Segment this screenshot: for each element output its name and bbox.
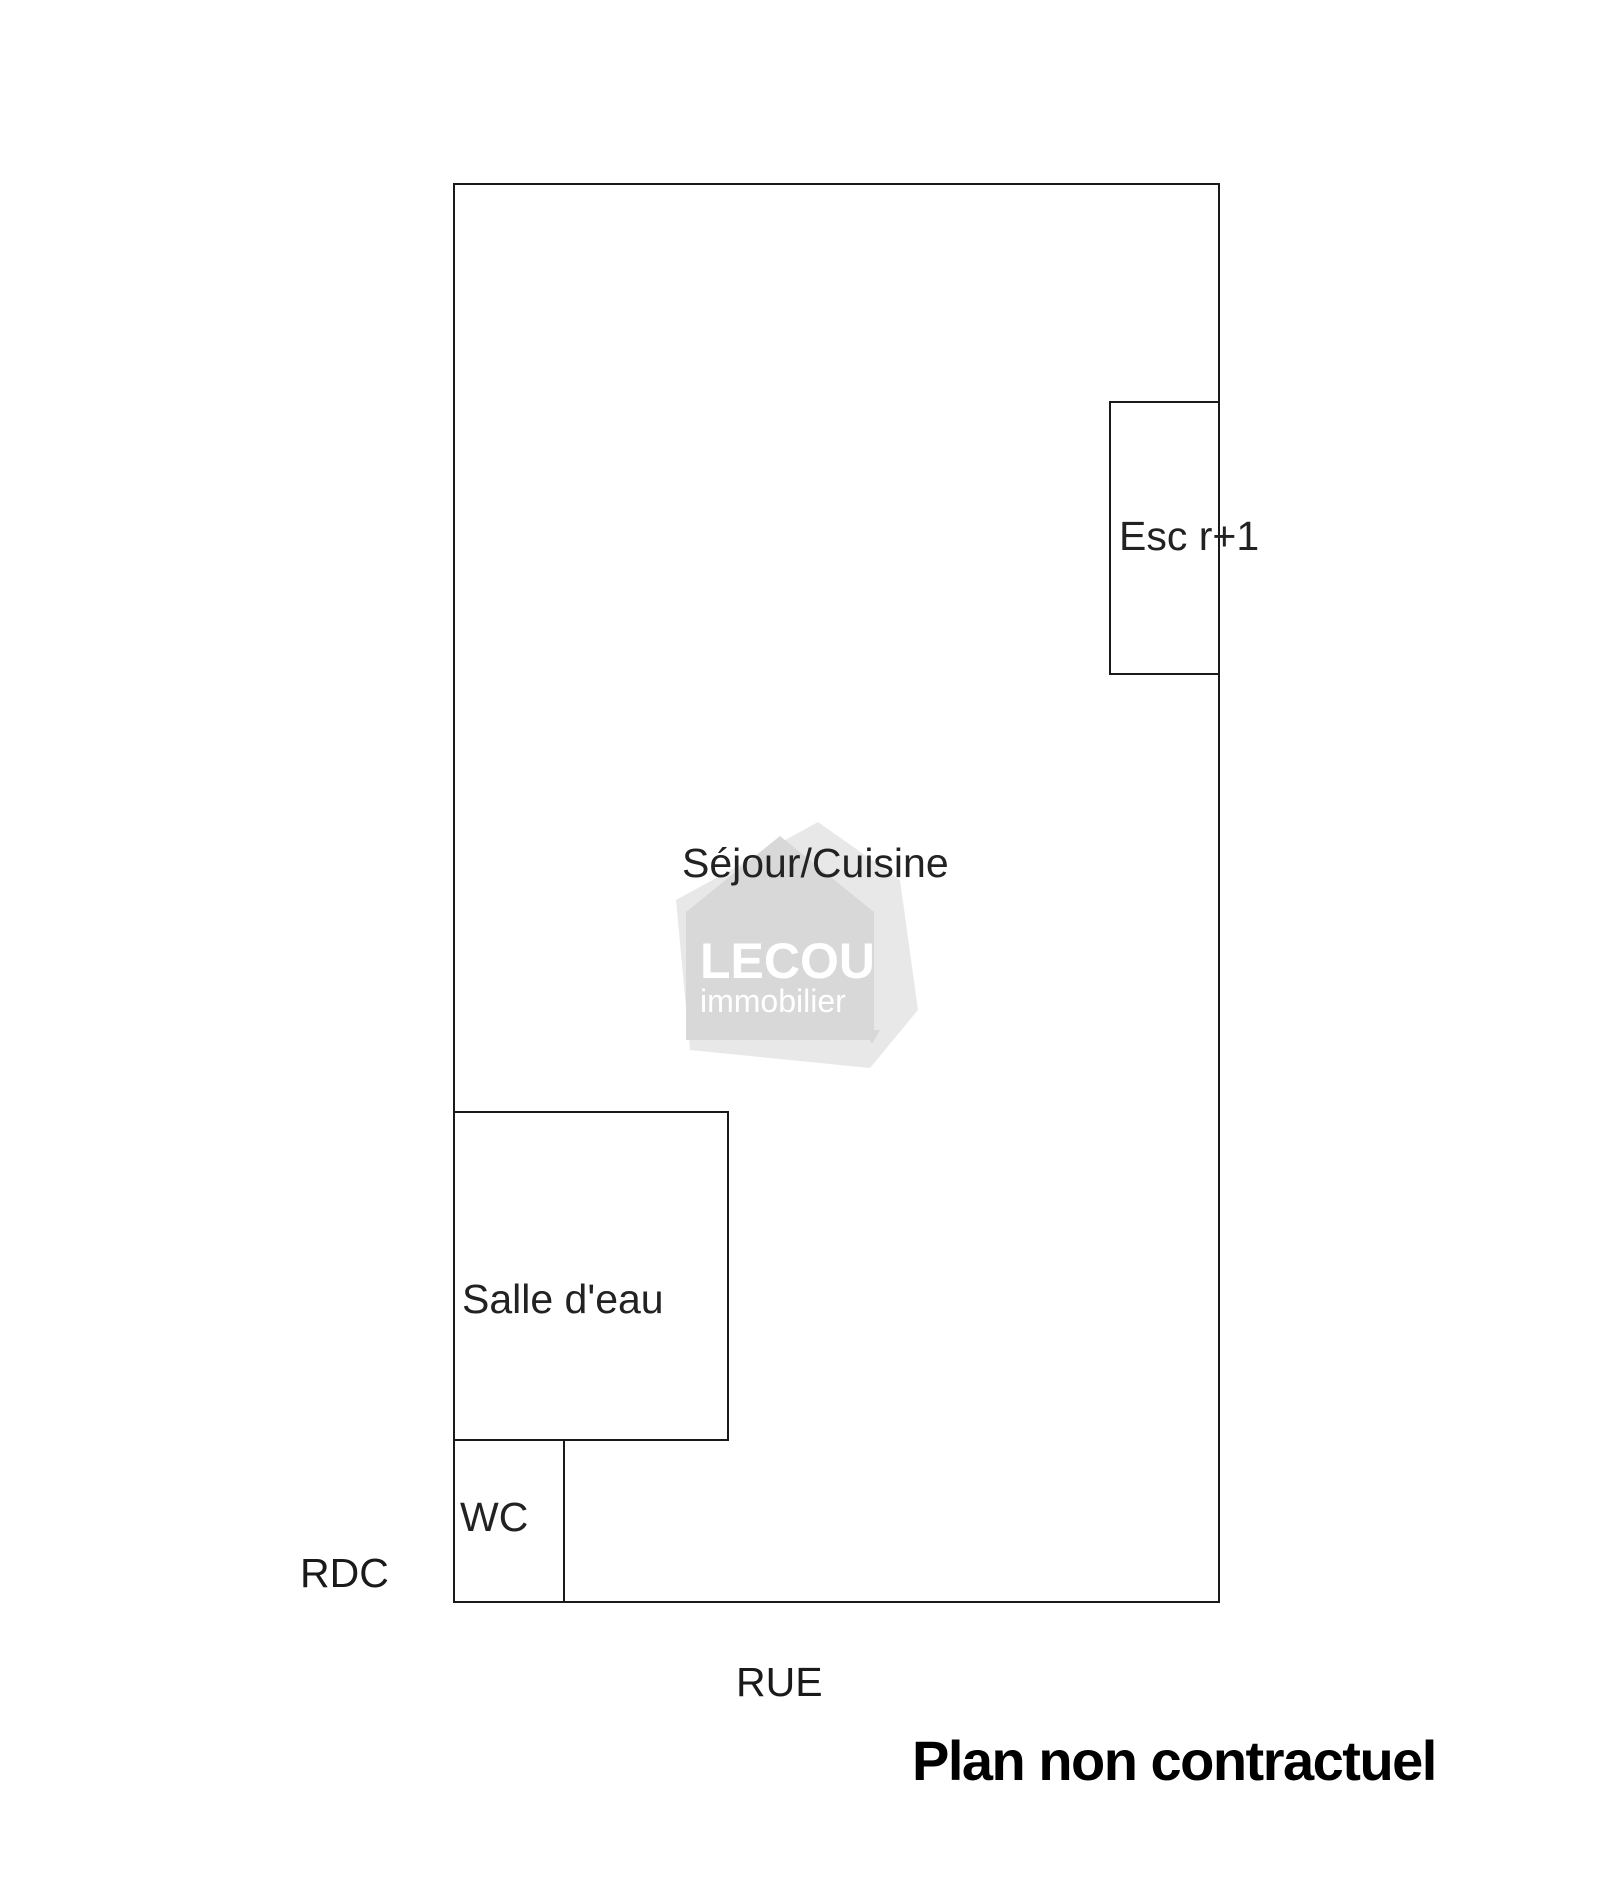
- room-label-salle-eau: Salle d'eau: [462, 1276, 664, 1322]
- wc-room: [453, 1439, 565, 1603]
- watermark-logo: LECOU immobilier: [676, 822, 918, 1068]
- watermark-brand: LECOU: [700, 933, 875, 989]
- room-label-wc: WC: [460, 1494, 528, 1540]
- staircase-room: [1109, 401, 1220, 675]
- floor-label: RDC: [300, 1550, 389, 1596]
- shower-room: [453, 1111, 729, 1441]
- watermark-sub: immobilier: [700, 983, 846, 1019]
- room-label-sejour-cuisine: Séjour/Cuisine: [682, 840, 949, 886]
- disclaimer: Plan non contractuel: [912, 1729, 1437, 1792]
- outer-wall: [453, 183, 1220, 1603]
- street-label: RUE: [736, 1659, 823, 1705]
- room-label-escalier: Esc r+1: [1119, 513, 1259, 559]
